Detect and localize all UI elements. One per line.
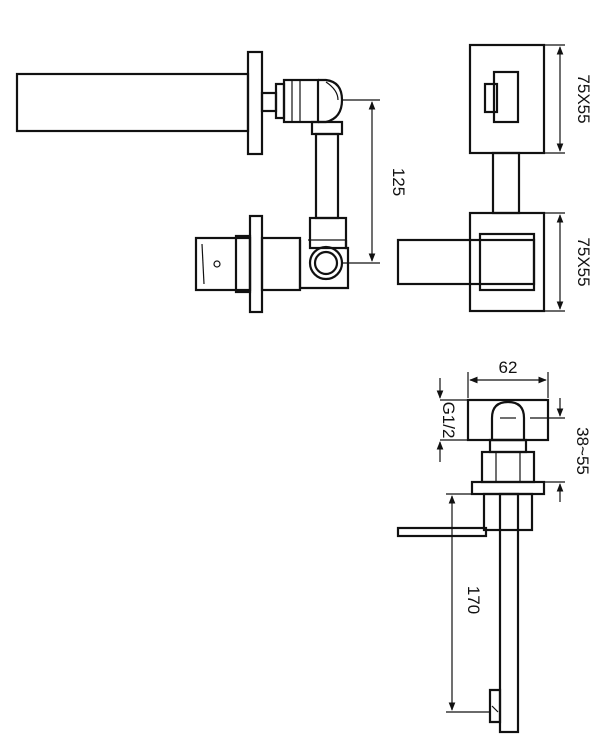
outlet-plate bbox=[468, 43, 546, 155]
front-view: 75X55 75X55 bbox=[396, 43, 593, 313]
spout-housing bbox=[282, 78, 320, 124]
plan-body bbox=[480, 450, 536, 484]
side-view: 125 bbox=[15, 50, 408, 314]
spout-body bbox=[15, 72, 250, 133]
vertical-pipe bbox=[314, 132, 340, 220]
pipe-elbow bbox=[318, 78, 344, 124]
dim-plate-width: 62 bbox=[499, 358, 518, 377]
plan-knob bbox=[490, 400, 526, 442]
plan-handle bbox=[396, 526, 488, 538]
dim-spout-length: 170 bbox=[464, 586, 483, 614]
plan-wall-plate bbox=[470, 480, 546, 496]
plan-spout bbox=[498, 492, 520, 734]
outlet-mount bbox=[492, 70, 520, 124]
front-handle bbox=[396, 238, 536, 286]
dim-thread: G1/2 bbox=[439, 402, 458, 439]
plan-plate bbox=[466, 398, 550, 442]
spout-nut bbox=[274, 82, 286, 120]
valve-wall-plate bbox=[248, 214, 264, 314]
spout-connector bbox=[260, 91, 278, 113]
front-connecting-pipe bbox=[491, 151, 521, 215]
dim-outlet-size: 75X55 bbox=[574, 74, 593, 123]
spout-wall-plate bbox=[246, 50, 264, 156]
valve-plate bbox=[468, 211, 546, 313]
dim-valve-size: 75X55 bbox=[574, 237, 593, 286]
plan-view: 62 G1/2 38~55 170 bbox=[396, 358, 592, 734]
dim-wall-depth: 38~55 bbox=[573, 427, 592, 475]
dim-valve-spacing: 125 bbox=[389, 168, 408, 196]
